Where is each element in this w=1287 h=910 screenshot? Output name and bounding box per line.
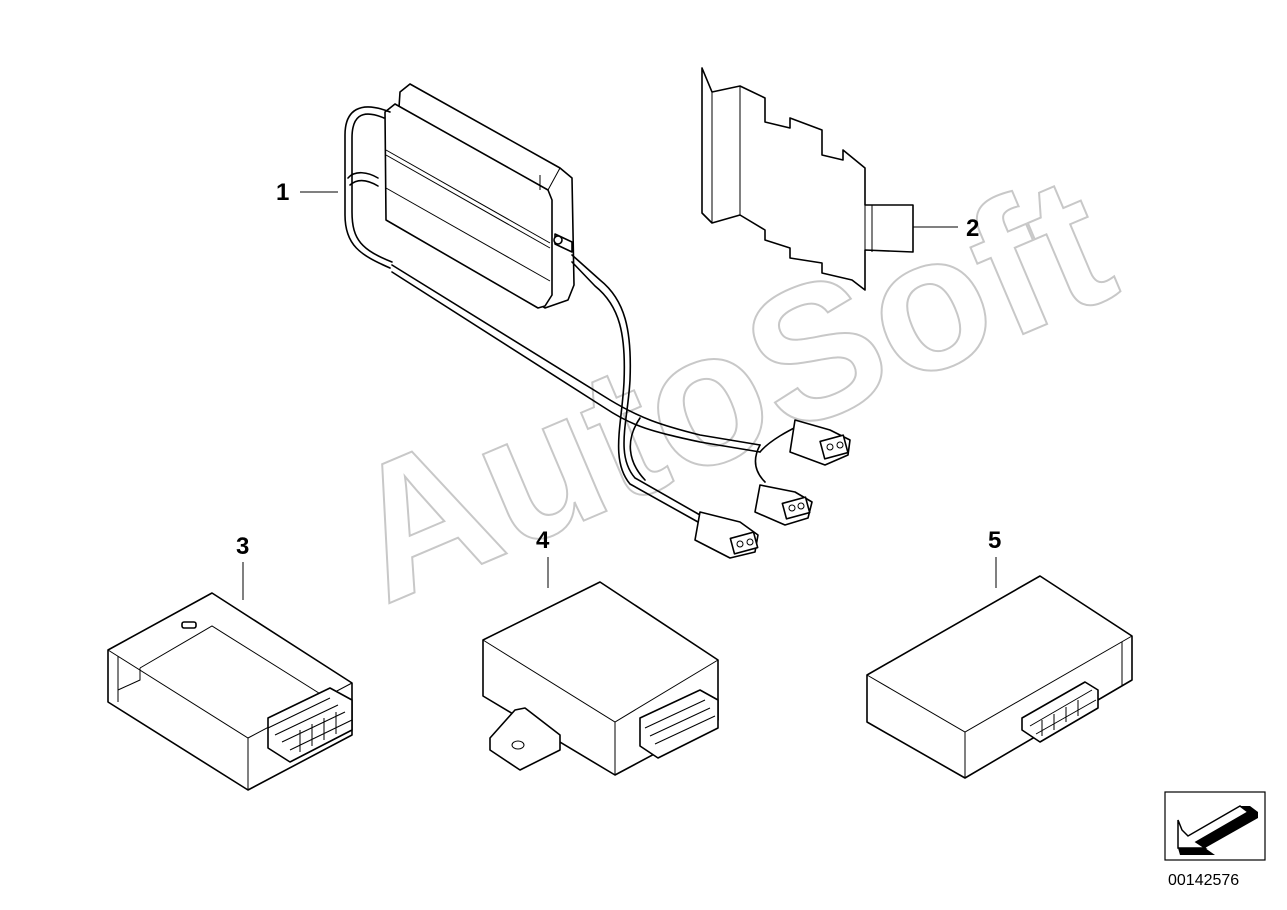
connector-b: [754, 484, 813, 526]
part-4-control-unit[interactable]: [482, 581, 719, 776]
callout-3[interactable]: 3: [236, 533, 249, 600]
callout-5[interactable]: 5: [988, 527, 1001, 588]
callout-4[interactable]: 4: [536, 527, 550, 588]
part-5-control-unit[interactable]: [866, 575, 1133, 779]
part-2-bracket[interactable]: [701, 67, 914, 291]
callout-number: 5: [988, 527, 1001, 554]
part-1-module-harness[interactable]: [344, 83, 851, 559]
document-id: 00142576: [1168, 872, 1239, 889]
callout-2[interactable]: 2: [913, 215, 979, 242]
connector-c: [694, 511, 759, 559]
part-3-control-unit[interactable]: [107, 592, 353, 791]
connector-a: [789, 419, 851, 466]
callout-1[interactable]: 1: [276, 179, 338, 206]
callout-number: 3: [236, 533, 249, 560]
callout-number: 1: [276, 179, 289, 206]
arrow-icon: [1177, 805, 1258, 855]
callout-number: 2: [966, 215, 979, 242]
nav-arrow-button[interactable]: [1164, 791, 1266, 861]
callout-number: 4: [536, 527, 550, 554]
